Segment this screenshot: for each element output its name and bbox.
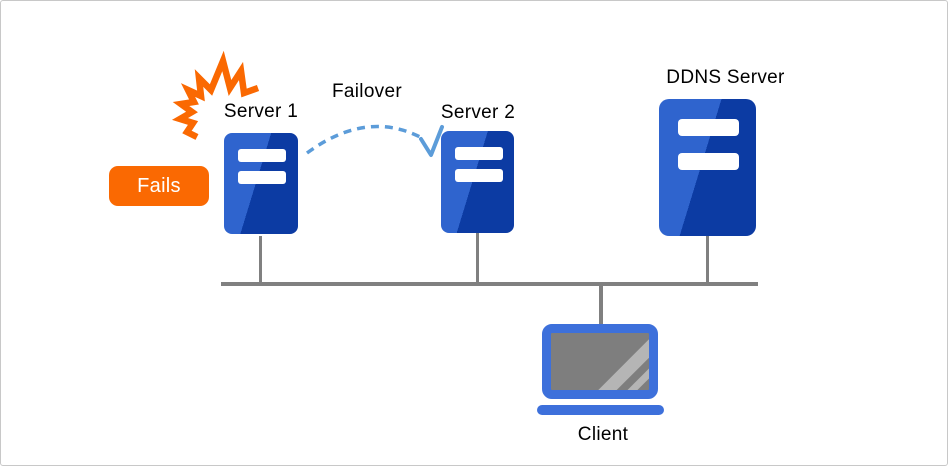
server-slot xyxy=(678,119,739,136)
network-link-server2 xyxy=(476,233,479,282)
server-slot xyxy=(238,149,286,162)
server2-label: Server 2 xyxy=(440,102,516,123)
crash-spark-icon xyxy=(171,50,260,140)
network-link-server1 xyxy=(259,236,262,282)
ddns-server-label: DDNS Server xyxy=(666,67,785,88)
ddns-server-icon xyxy=(659,99,756,236)
laptop-icon xyxy=(542,324,658,399)
failover-arc-line xyxy=(305,124,423,155)
screen-glare-stripe xyxy=(576,334,649,390)
server1-label: Server 1 xyxy=(223,101,299,122)
client-label: Client xyxy=(577,424,629,445)
failover-label: Failover xyxy=(332,81,402,102)
laptop-base xyxy=(537,405,664,415)
network-link-ddns-server xyxy=(706,236,709,282)
network-bus-line xyxy=(221,282,758,286)
network-link-client xyxy=(599,286,603,326)
server2-icon xyxy=(441,131,514,233)
fails-badge: Fails xyxy=(109,166,209,206)
server-slot xyxy=(455,147,503,160)
server-slot xyxy=(238,171,286,184)
server1-icon xyxy=(224,133,298,234)
server-slot xyxy=(678,153,739,170)
failover-arrowhead-icon xyxy=(419,125,444,157)
server-slot xyxy=(455,169,503,182)
